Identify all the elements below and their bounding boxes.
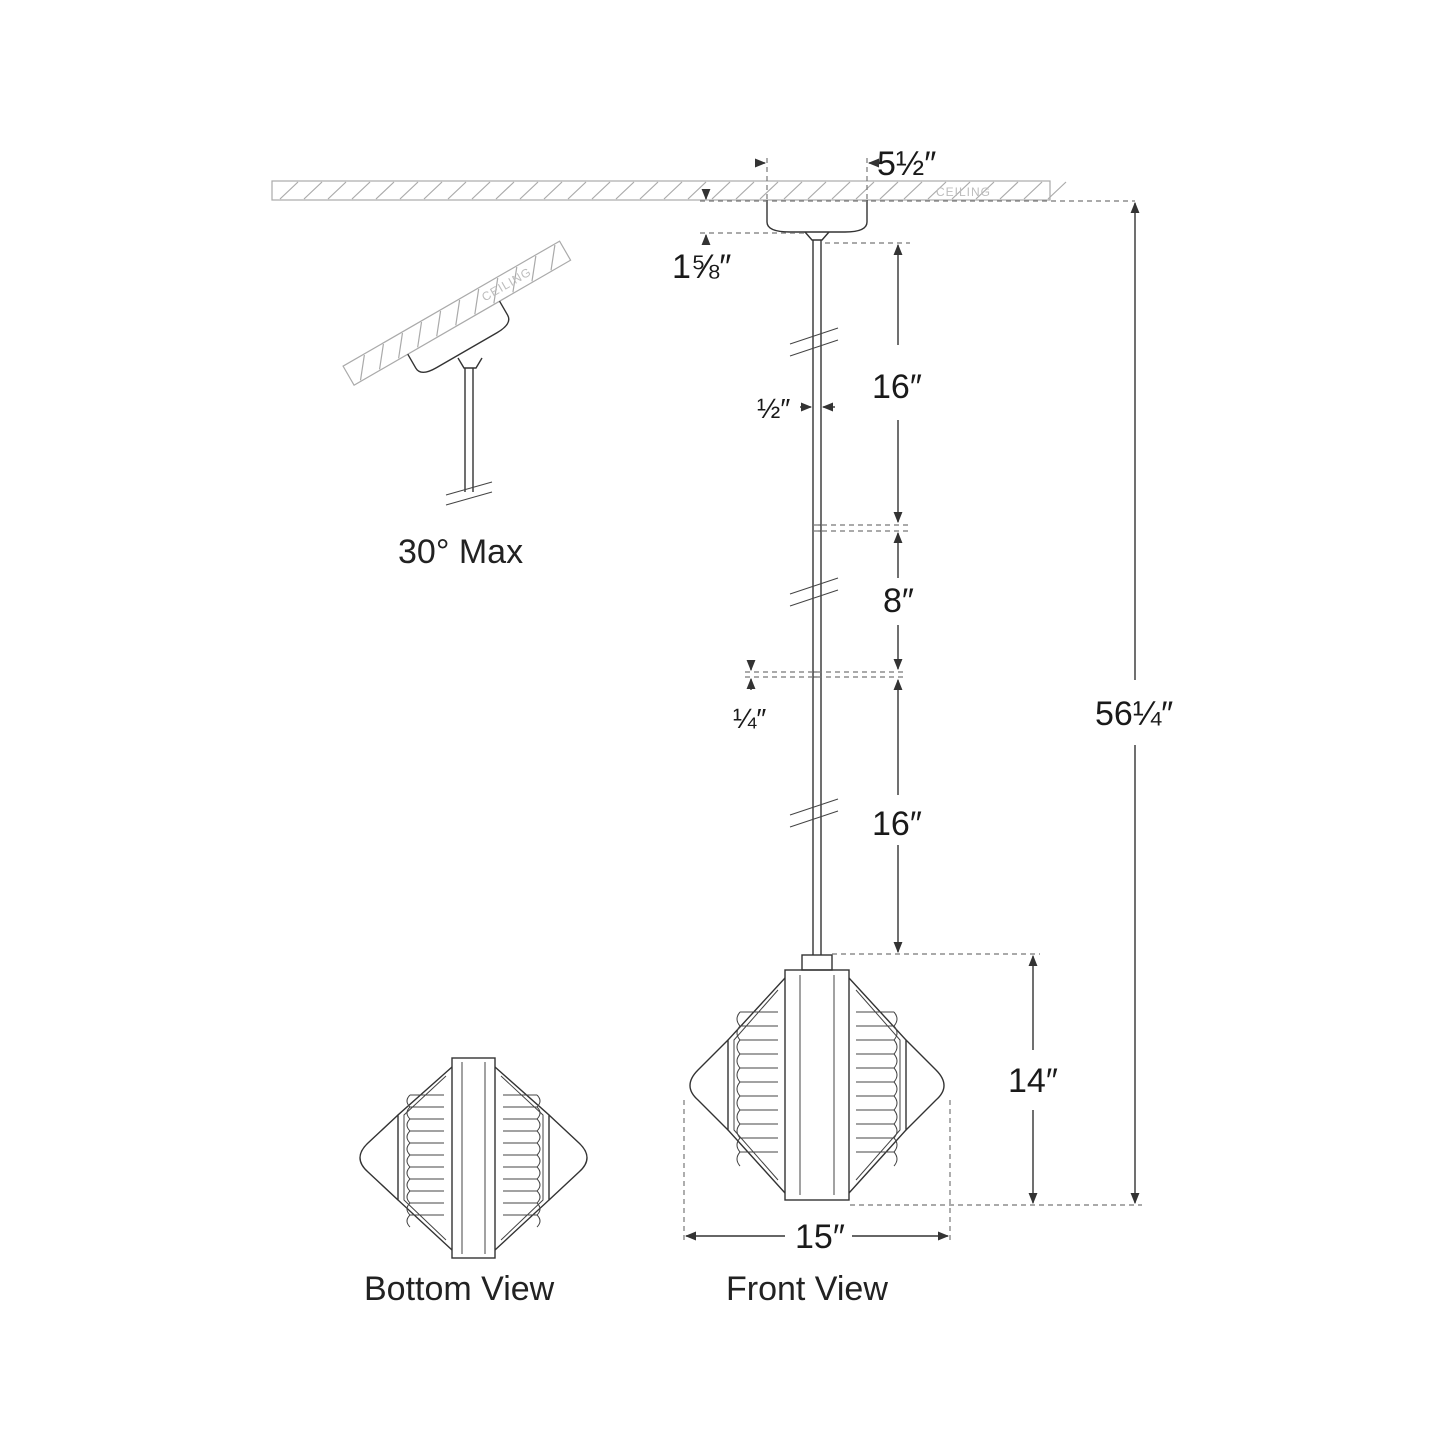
rod-break-1 <box>789 327 839 357</box>
angled-ceiling-label: CEILING <box>479 265 534 305</box>
angled-view: CEILING 30° Max <box>342 240 572 571</box>
canopy <box>766 200 868 233</box>
dim-rod-2-label: 8″ <box>883 582 914 620</box>
dim-shade-width: 15″ <box>683 1100 951 1256</box>
dim-shade-height: 14″ <box>832 953 1142 1206</box>
ceiling-label: CEILING <box>936 185 991 199</box>
shade-left-cap <box>689 1039 729 1131</box>
dim-shade-height-label: 14″ <box>1008 1062 1058 1100</box>
canopy-neck <box>804 231 830 241</box>
front-view-caption: Front View <box>726 1270 888 1308</box>
dim-rod-1: 16″ <box>825 242 922 524</box>
dim-canopy-width: 5½″ <box>754 145 936 200</box>
front-view-fixture <box>766 200 868 971</box>
dim-rod-3: 16″ <box>872 678 922 954</box>
shade-right-cap <box>905 1039 945 1131</box>
shade-center-band <box>784 969 850 1201</box>
shade-left-body <box>727 977 786 1194</box>
angled-caption: 30° Max <box>398 533 523 571</box>
front-view-shade <box>689 969 945 1201</box>
bottom-view-shade <box>359 1057 588 1259</box>
dim-shade-width-label: 15″ <box>795 1218 845 1256</box>
bottom-view-caption: Bottom View <box>364 1270 555 1308</box>
dim-rod-diameter-label: ½″ <box>757 393 790 424</box>
dim-canopy-height-label: 1⅝″ <box>672 248 731 286</box>
socket-cap <box>801 954 833 971</box>
dim-canopy-height: 1⅝″ <box>672 188 1135 286</box>
bottom-center-band <box>451 1057 496 1259</box>
shade-right-body <box>848 977 907 1194</box>
rod-break-3 <box>789 798 839 828</box>
dim-rod-gap: ¼″ <box>733 659 905 734</box>
dim-overall-height: 56¼″ <box>1095 201 1173 1205</box>
ceiling-slab: CEILING <box>271 180 1067 201</box>
dim-overall-height-label: 56¼″ <box>1095 695 1173 733</box>
dim-rod-1-label: 16″ <box>872 368 922 406</box>
dim-rod-2: 8″ <box>813 524 914 671</box>
rod-break-2 <box>789 577 839 607</box>
dim-rod-gap-label: ¼″ <box>733 703 766 734</box>
dim-rod-3-label: 16″ <box>872 805 922 843</box>
dim-rod-diameter: ½″ <box>757 393 835 424</box>
dim-canopy-width-label: 5½″ <box>877 145 936 183</box>
angled-canopy <box>407 300 510 373</box>
angled-ceiling <box>342 240 572 387</box>
